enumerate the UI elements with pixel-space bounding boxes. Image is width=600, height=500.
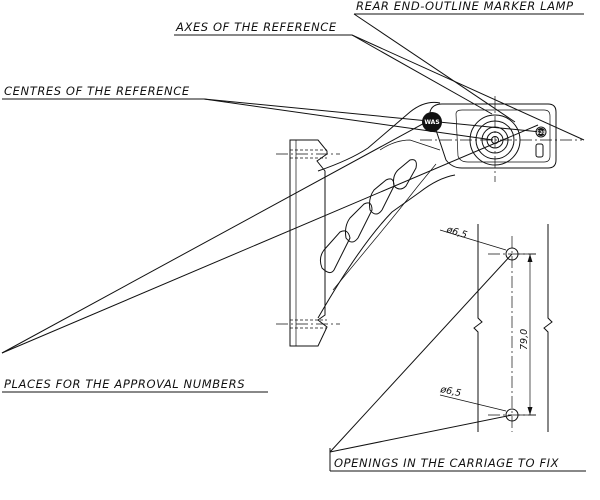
carriage-section: ø6,5 ø6,5 79,0 bbox=[438, 224, 553, 432]
dim-arrow-lower bbox=[527, 407, 533, 415]
leader-openings-2 bbox=[329, 414, 513, 453]
diameter-leader-lower bbox=[439, 394, 507, 412]
leader-places-1 bbox=[1, 119, 431, 354]
hole-spacing-value: 79,0 bbox=[519, 329, 530, 350]
arm-slot-1 bbox=[319, 230, 351, 274]
lamp-housing-inner bbox=[455, 109, 551, 163]
badge-right-text: E20 bbox=[537, 130, 546, 135]
small-slot bbox=[535, 143, 544, 158]
arm-slot-4 bbox=[393, 159, 417, 190]
bracket-assembly: WAS E20 bbox=[276, 96, 582, 347]
callout-openings-label: OPENINGS IN THE CARRIAGE TO FIX bbox=[334, 456, 560, 470]
diameter-leader-upper bbox=[439, 229, 507, 251]
callout-axes-label: AXES OF THE REFERENCE bbox=[175, 20, 337, 34]
mounting-plate bbox=[289, 139, 328, 347]
carriage-left-edge bbox=[473, 224, 483, 432]
arm-lower-edge bbox=[317, 174, 456, 319]
approval-badge-right: E20 bbox=[537, 128, 546, 136]
hole-upper-diameter: ø6,5 bbox=[444, 224, 468, 241]
callout-lamp-label: REAR END-OUTLINE MARKER LAMP bbox=[356, 0, 574, 13]
leader-centres-2 bbox=[203, 98, 542, 133]
carriage-right-edge bbox=[543, 224, 553, 432]
dim-arrow-upper bbox=[527, 254, 533, 262]
leader-openings-1 bbox=[329, 253, 513, 453]
hole-lower-diameter: ø6,5 bbox=[438, 384, 462, 399]
callout-lamp: REAR END-OUTLINE MARKER LAMP bbox=[353, 0, 584, 123]
lamp-housing-outer bbox=[429, 103, 557, 169]
callout-places: PLACES FOR THE APPROVAL NUMBERS bbox=[1, 119, 539, 393]
arm-slot-3 bbox=[369, 178, 395, 215]
badge-right-circle bbox=[537, 128, 545, 136]
arm-inner-contour bbox=[332, 163, 437, 291]
callout-axes: AXES OF THE REFERENCE bbox=[174, 20, 585, 141]
callout-centres-label: CENTRES OF THE REFERENCE bbox=[4, 84, 190, 98]
leader-axes-1 bbox=[351, 34, 493, 115]
callout-centres: CENTRES OF THE REFERENCE bbox=[2, 84, 542, 141]
small-reference-circle bbox=[535, 126, 547, 138]
leader-axes-2 bbox=[351, 34, 585, 141]
callout-places-label: PLACES FOR THE APPROVAL NUMBERS bbox=[4, 377, 245, 391]
arm-upper-edge bbox=[317, 101, 441, 172]
approval-badge-left: WAS bbox=[422, 112, 442, 132]
arm-top-flange bbox=[379, 139, 441, 151]
leader-places-2 bbox=[1, 124, 539, 354]
badge-left-text: WAS bbox=[424, 119, 439, 126]
callout-openings: OPENINGS IN THE CARRIAGE TO FIX bbox=[329, 253, 586, 472]
leader-centres-1 bbox=[203, 98, 494, 141]
badge-left-circle bbox=[422, 112, 442, 132]
